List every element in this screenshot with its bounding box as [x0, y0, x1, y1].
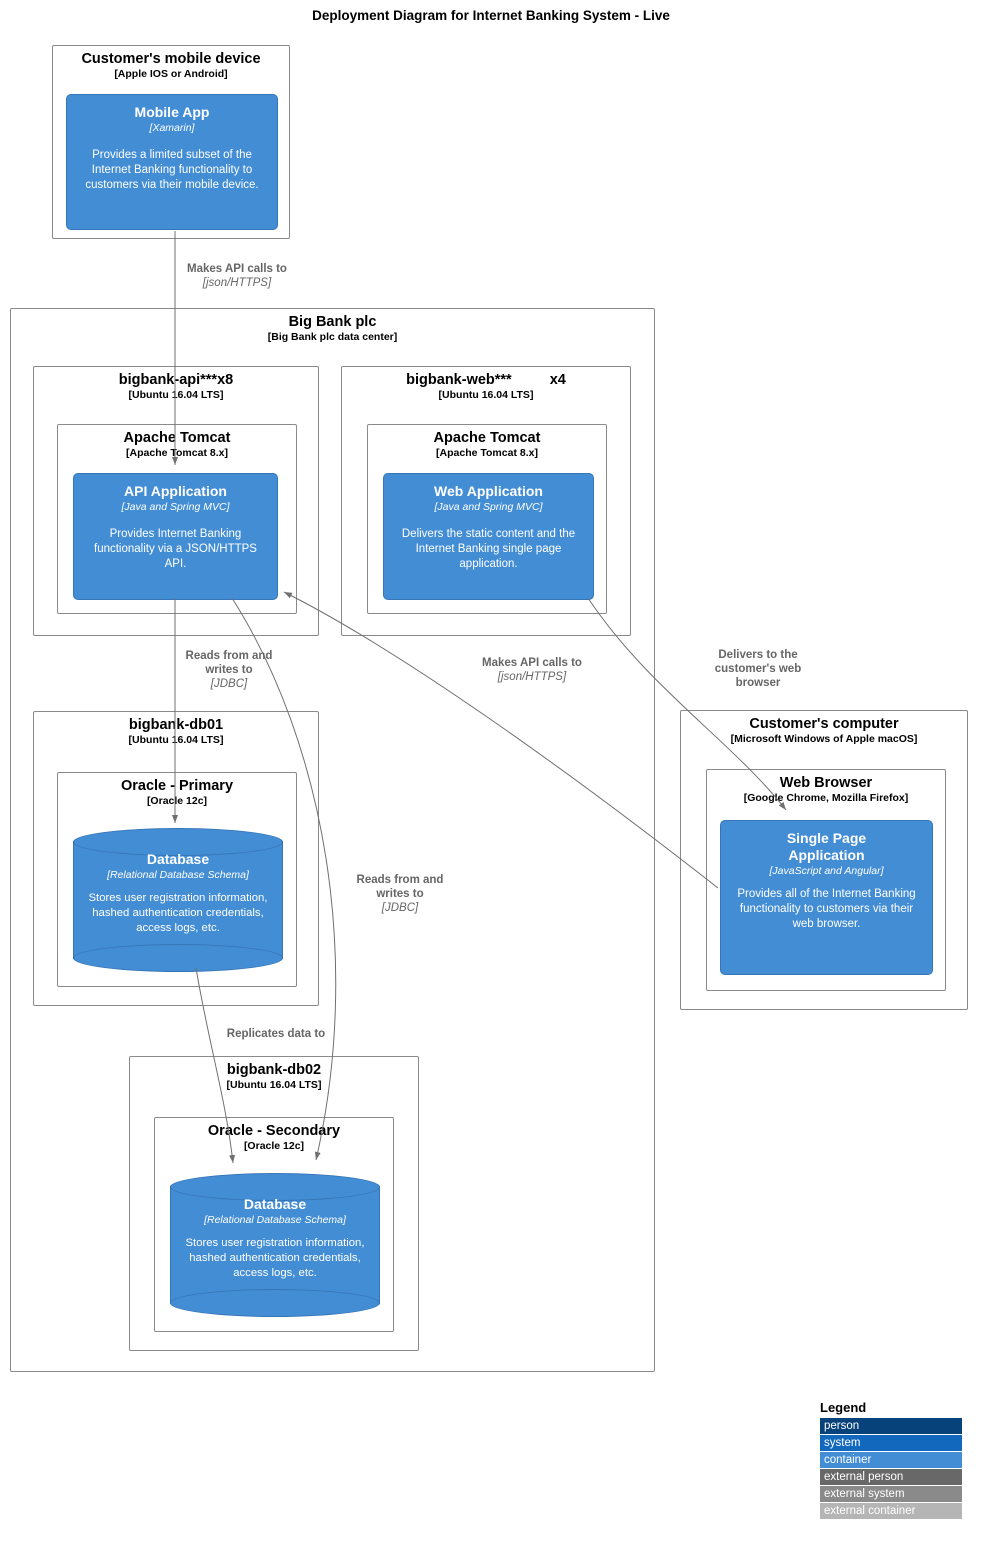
database-tech: [Relational Database Schema] [107, 869, 249, 881]
legend-row-external-system: external system [820, 1486, 962, 1502]
node-title: Apache Tomcat [433, 430, 541, 446]
legend-row-system: system [820, 1435, 962, 1451]
container-name: API Application [124, 483, 227, 499]
container-description: Provides Internet Banking functionality … [94, 528, 257, 571]
node-title: bigbank-db01 [128, 717, 224, 733]
edge-label-text: Delivers to the customer's web browser [714, 649, 802, 689]
container-single-page-application: Single Page Application [JavaScript and … [720, 820, 933, 975]
node-subtitle: [Oracle 12c] [243, 1140, 305, 1152]
database-primary: Database [Relational Database Schema] St… [73, 828, 283, 972]
database-tech: [Relational Database Schema] [204, 1214, 346, 1226]
node-title: bigbank-db02 [226, 1062, 322, 1078]
legend: Legend person system container external … [820, 1400, 962, 1520]
container-name: Single Page Application [786, 830, 867, 863]
legend-title: Legend [820, 1400, 867, 1415]
node-subtitle: [Ubuntu 16.04 LTS] [226, 1079, 322, 1091]
node-customers-mobile-device: Customer's mobile device [Apple IOS or A… [52, 45, 290, 239]
container-name: Mobile App [134, 104, 210, 120]
node-title: Web Browser [779, 775, 873, 791]
edge-tech-text: [json/HTTPS] [497, 671, 567, 683]
edge-label-text: Makes API calls to [187, 263, 287, 275]
container-description: Provides a limited subset of the Interne… [85, 149, 259, 192]
edge-tech-text: [json/HTTPS] [202, 277, 272, 289]
database-secondary: Database [Relational Database Schema] St… [170, 1173, 380, 1317]
node-title: Oracle - Primary [120, 778, 234, 794]
container-api-application: API Application [Java and Spring MVC] Pr… [73, 473, 278, 600]
node-apache-tomcat-web: Apache Tomcat [Apache Tomcat 8.x] Web Ap… [367, 424, 607, 614]
node-title: Customer's computer [749, 716, 899, 732]
node-subtitle: [Oracle 12c] [146, 795, 208, 807]
edge-label-text: Reads from and writes to [185, 650, 273, 676]
node-subtitle: [Microsoft Windows of Apple macOS] [730, 733, 918, 745]
database-description: Stores user registration information, ha… [185, 1237, 365, 1279]
legend-row-external-container: external container [820, 1503, 962, 1519]
edge-label-mobile-to-api: Makes API calls to [json/HTTPS] [172, 262, 302, 290]
database-description: Stores user registration information, ha… [88, 892, 268, 934]
node-bigbank-web: bigbank-web*** x4 [Ubuntu 16.04 LTS] Apac… [341, 366, 631, 636]
legend-row-container: container [820, 1452, 962, 1468]
node-bigbank-db01: bigbank-db01 [Ubuntu 16.04 LTS] Oracle -… [33, 711, 319, 1006]
node-oracle-primary: Oracle - Primary [Oracle 12c] Database [… [57, 772, 297, 987]
node-subtitle: [Apache Tomcat 8.x] [126, 447, 228, 459]
node-instance-count: x4 [549, 372, 566, 388]
edge-label-web-to-spa: Delivers to the customer's web browser [698, 648, 818, 690]
node-oracle-secondary: Oracle - Secondary [Oracle 12c] Database… [154, 1117, 394, 1332]
node-bigbank-api: bigbank-api***x8 [Ubuntu 16.04 LTS] Apac… [33, 366, 319, 636]
node-title: bigbank-api*** [118, 372, 218, 388]
container-description: Delivers the static content and the Inte… [401, 528, 576, 571]
node-instance-count: x8 [217, 372, 234, 388]
container-tech: [Xamarin] [149, 122, 195, 134]
container-tech: [Java and Spring MVC] [121, 501, 230, 513]
edge-label-text: Replicates data to [226, 1028, 326, 1040]
node-title: Oracle - Secondary [207, 1123, 341, 1139]
edge-tech-text: [JDBC] [381, 902, 419, 914]
node-title: bigbank-web*** [406, 372, 512, 388]
container-description: Provides all of the Internet Banking fun… [737, 888, 916, 931]
database-name: Database [146, 851, 210, 867]
node-bigbank-db02: bigbank-db02 [Ubuntu 16.04 LTS] Oracle -… [129, 1056, 419, 1351]
container-mobile-app: Mobile App [Xamarin] Provides a limited … [66, 94, 278, 230]
legend-row-external-person: external person [820, 1469, 962, 1485]
node-subtitle: [Apache Tomcat 8.x] [436, 447, 538, 459]
container-web-application: Web Application [Java and Spring MVC] De… [383, 473, 594, 600]
container-name: Web Application [434, 483, 543, 499]
node-web-browser: Web Browser [Google Chrome, Mozilla Fire… [706, 769, 946, 991]
node-customers-computer: Customer's computer [Microsoft Windows o… [680, 710, 968, 1010]
diagram-title: Deployment Diagram for Internet Banking … [312, 8, 670, 23]
node-subtitle: [Ubuntu 16.04 LTS] [438, 389, 534, 401]
node-subtitle: [Apple IOS or Android] [114, 68, 228, 80]
node-title: Customer's mobile device [81, 51, 261, 67]
edge-label-spa-to-api: Makes API calls to [json/HTTPS] [467, 656, 597, 684]
edge-label-text: Makes API calls to [482, 657, 582, 669]
database-name: Database [243, 1196, 307, 1212]
edge-label-text: Reads from and writes to [356, 874, 444, 900]
node-subtitle: [Big Bank plc data center] [267, 331, 398, 343]
node-title: Apache Tomcat [123, 430, 231, 446]
container-tech: [JavaScript and Angular] [769, 865, 884, 877]
node-apache-tomcat-api: Apache Tomcat [Apache Tomcat 8.x] API Ap… [57, 424, 297, 614]
container-tech: [Java and Spring MVC] [434, 501, 543, 513]
legend-row-person: person [820, 1418, 962, 1434]
node-subtitle: [Ubuntu 16.04 LTS] [128, 734, 224, 746]
node-big-bank-plc: Big Bank plc [Big Bank plc data center] … [10, 308, 655, 1372]
edge-label-db1-to-db2: Replicates data to [211, 1027, 341, 1041]
edge-label-api-to-db2: Reads from and writes to [JDBC] [345, 873, 455, 915]
node-subtitle: [Ubuntu 16.04 LTS] [128, 389, 224, 401]
node-subtitle: [Google Chrome, Mozilla Firefox] [743, 792, 909, 804]
edge-label-api-to-db1: Reads from and writes to [JDBC] [174, 649, 284, 691]
node-title: Big Bank plc [288, 314, 377, 330]
edge-tech-text: [JDBC] [210, 678, 248, 690]
